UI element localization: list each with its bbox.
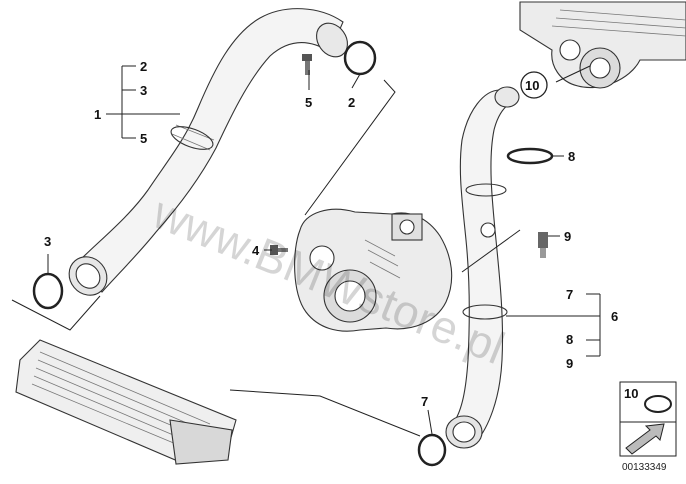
seal-ring-2: [343, 40, 377, 76]
callout-2-group: 2: [140, 59, 147, 74]
leader-lines: [11, 65, 601, 437]
callout-10-circle: [520, 71, 548, 99]
legend-box: 10 00133349: [619, 381, 677, 473]
intercooler: [15, 339, 237, 465]
charge-pipe-left: [68, 8, 348, 296]
seal-ring-3: [32, 272, 64, 310]
callout-9: 9: [564, 229, 571, 244]
throttle-housing: [519, 1, 686, 89]
callout-7-group: 7: [566, 287, 573, 302]
bolt-4: [270, 245, 288, 255]
seal-ring-7: [417, 433, 447, 467]
callout-1: 1: [94, 107, 101, 122]
hose-clamp-8: [506, 147, 554, 165]
callout-2: 2: [348, 95, 355, 110]
callouts: 2 3 1 5 5 2 3 4 10 8 9 7 6 8 9 7: [44, 59, 618, 409]
clamp-icon: [644, 395, 672, 413]
charge-pipe-right: [445, 86, 520, 449]
legend-number: 10: [624, 386, 638, 401]
catalog-number: 00133349: [622, 462, 667, 473]
callout-7: 7: [421, 394, 428, 409]
callout-3-group: 3: [140, 83, 147, 98]
arrow-icon: [625, 423, 665, 455]
callout-5: 5: [305, 95, 312, 110]
callout-6: 6: [611, 309, 618, 324]
bolt-5: [302, 54, 312, 75]
callout-8: 8: [568, 149, 575, 164]
callout-9-group: 9: [566, 356, 573, 371]
callout-4: 4: [252, 243, 260, 258]
callout-10: 10: [525, 78, 539, 93]
turbocharger: [294, 208, 453, 332]
sensor-9: [538, 232, 548, 258]
callout-5-group: 5: [140, 131, 147, 146]
callout-3: 3: [44, 234, 51, 249]
callout-8-group: 8: [566, 332, 573, 347]
